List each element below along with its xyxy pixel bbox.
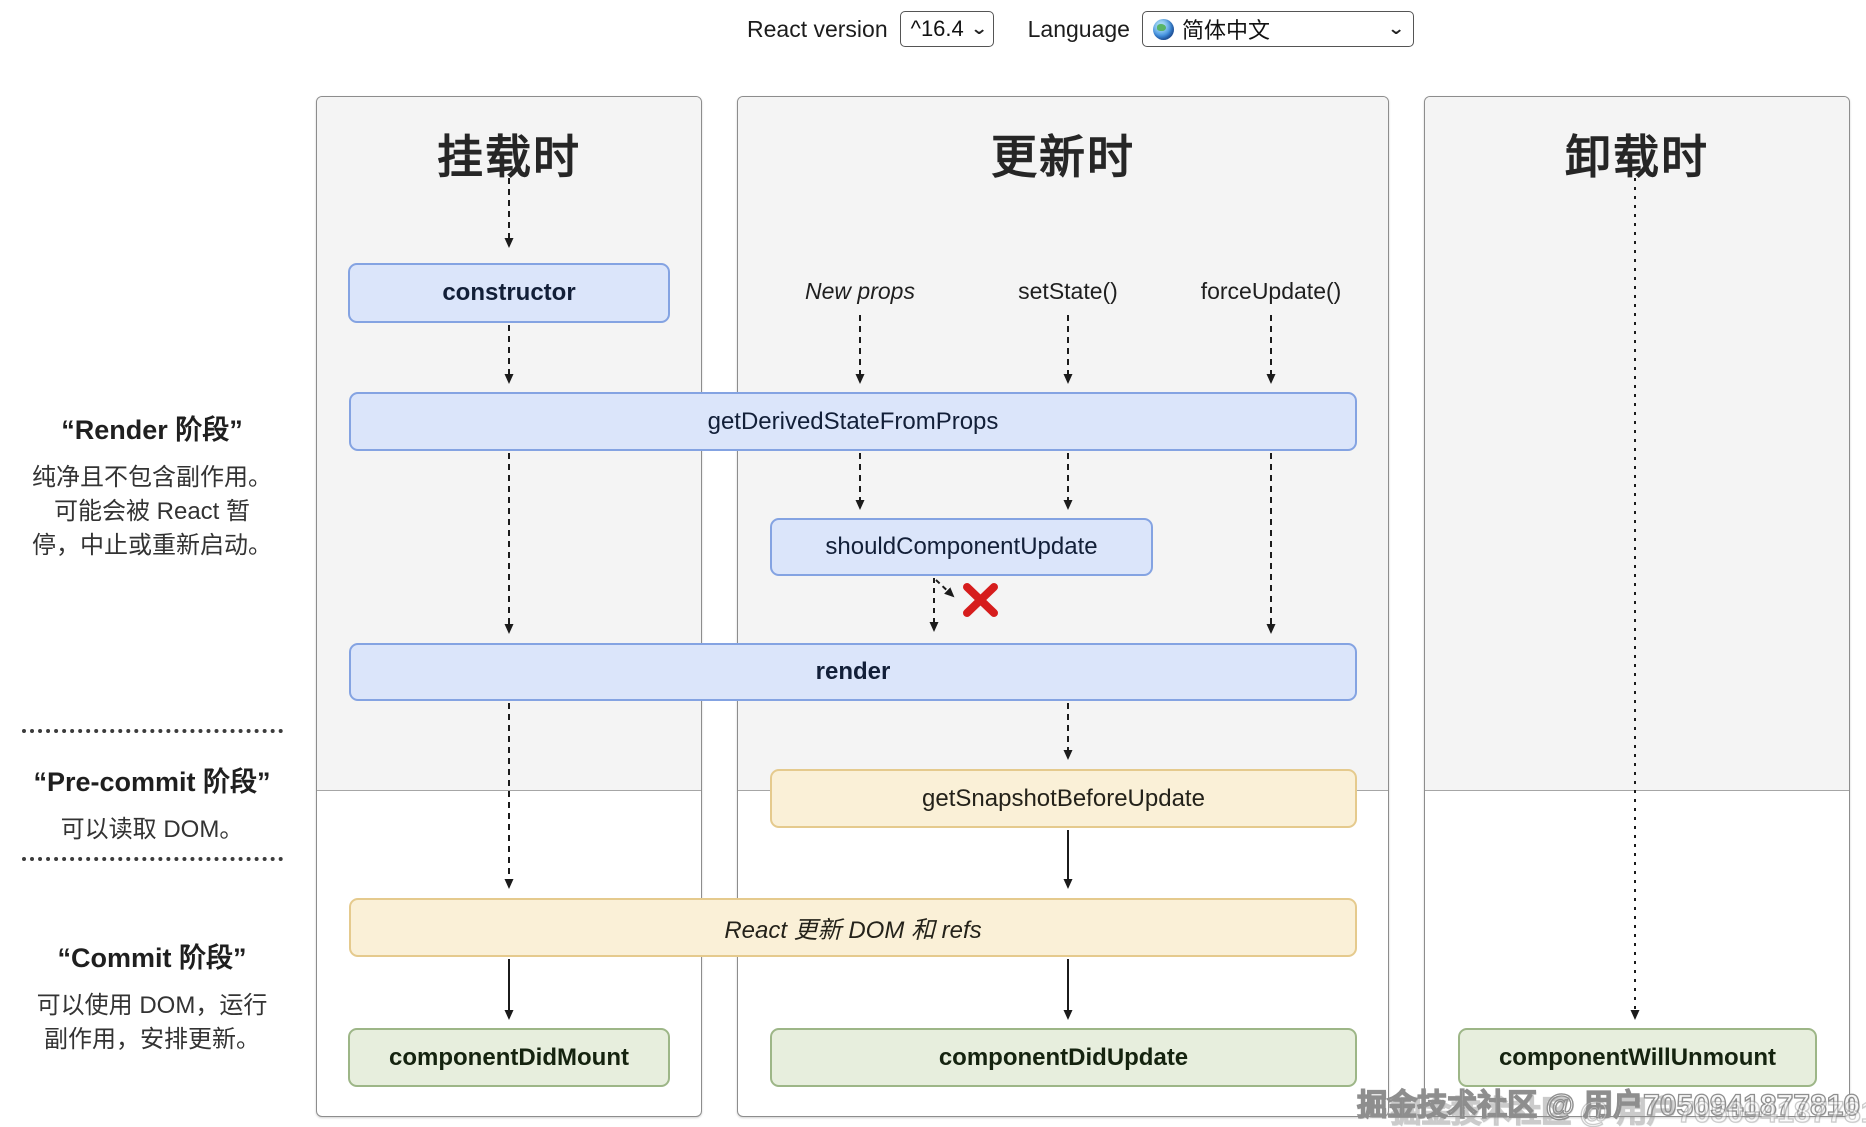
render-phase-title: “Render 阶段” (61, 415, 243, 445)
updating-column-title: 更新时 (991, 131, 1135, 183)
commit-phase-desc: 可以使用 DOM，运行 副作用，安排更新。 (36, 992, 268, 1053)
render-phase-label: “Render 阶段” 纯净且不包含副作用。 可能会被 React 暂 停，中止… (20, 408, 284, 563)
pre-commit-phase-desc: 可以读取 DOM。 (60, 816, 244, 843)
node-component-did-mount[interactable]: componentDidMount (348, 1028, 670, 1087)
trigger-set-state[interactable]: setState() (1018, 278, 1118, 304)
node-get-snapshot-before-update[interactable]: getSnapshotBeforeUpdate (770, 769, 1357, 828)
mounting-column: 挂载时 (316, 96, 702, 1117)
commit-phase-title: “Commit 阶段” (57, 943, 247, 973)
updating-column: 更新时 (737, 96, 1389, 1117)
pre-commit-phase-label: “Pre-commit 阶段” 可以读取 DOM。 (20, 760, 284, 847)
node-render[interactable]: render (349, 643, 1357, 701)
chevron-down-icon: ⌄ (970, 19, 988, 38)
globe-icon (1152, 18, 1174, 40)
node-constructor[interactable]: constructor (348, 263, 670, 323)
language-value: 简体中文 (1181, 18, 1270, 43)
pre-commit-phase-title: “Pre-commit 阶段” (33, 767, 271, 797)
watermark: 掘金技术社区 @ 用户7050941877810 掘金技术社区 @ 用户7050… (1357, 1088, 1866, 1127)
react-version-label: React version (747, 15, 888, 42)
node-should-component-update[interactable]: shouldComponentUpdate (770, 518, 1153, 576)
language-label: Language (1027, 15, 1130, 42)
phase-separator (22, 857, 283, 861)
react-version-value: ^16.4 (910, 16, 964, 41)
node-component-will-unmount[interactable]: componentWillUnmount (1458, 1028, 1817, 1087)
commit-phase-label: “Commit 阶段” 可以使用 DOM，运行 副作用，安排更新。 (20, 936, 284, 1057)
unmounting-column: 卸载时 (1424, 96, 1850, 1117)
language-select[interactable]: 简体中文 ⌄ (1141, 11, 1414, 47)
react-version-select[interactable]: ^16.4 ⌄ (899, 11, 994, 47)
trigger-force-update[interactable]: forceUpdate() (1200, 278, 1342, 304)
trigger-new-props: New props (805, 278, 915, 304)
phase-separator (22, 729, 283, 733)
unmounting-column-title: 卸载时 (1565, 131, 1709, 183)
node-get-derived-state-from-props[interactable]: getDerivedStateFromProps (349, 392, 1357, 451)
node-react-updates-dom: React 更新 DOM 和 refs (349, 898, 1357, 957)
chevron-down-icon: ⌄ (1386, 19, 1405, 38)
mounting-column-title: 挂载时 (437, 131, 581, 183)
node-component-did-update[interactable]: componentDidUpdate (770, 1028, 1357, 1087)
control-bar: React version ^16.4 ⌄ Language 简体中文 ⌄ (747, 8, 1414, 50)
render-phase-zone (1425, 97, 1849, 791)
render-phase-desc: 纯净且不包含副作用。 可能会被 React 暂 停，中止或重新启动。 (32, 464, 272, 559)
